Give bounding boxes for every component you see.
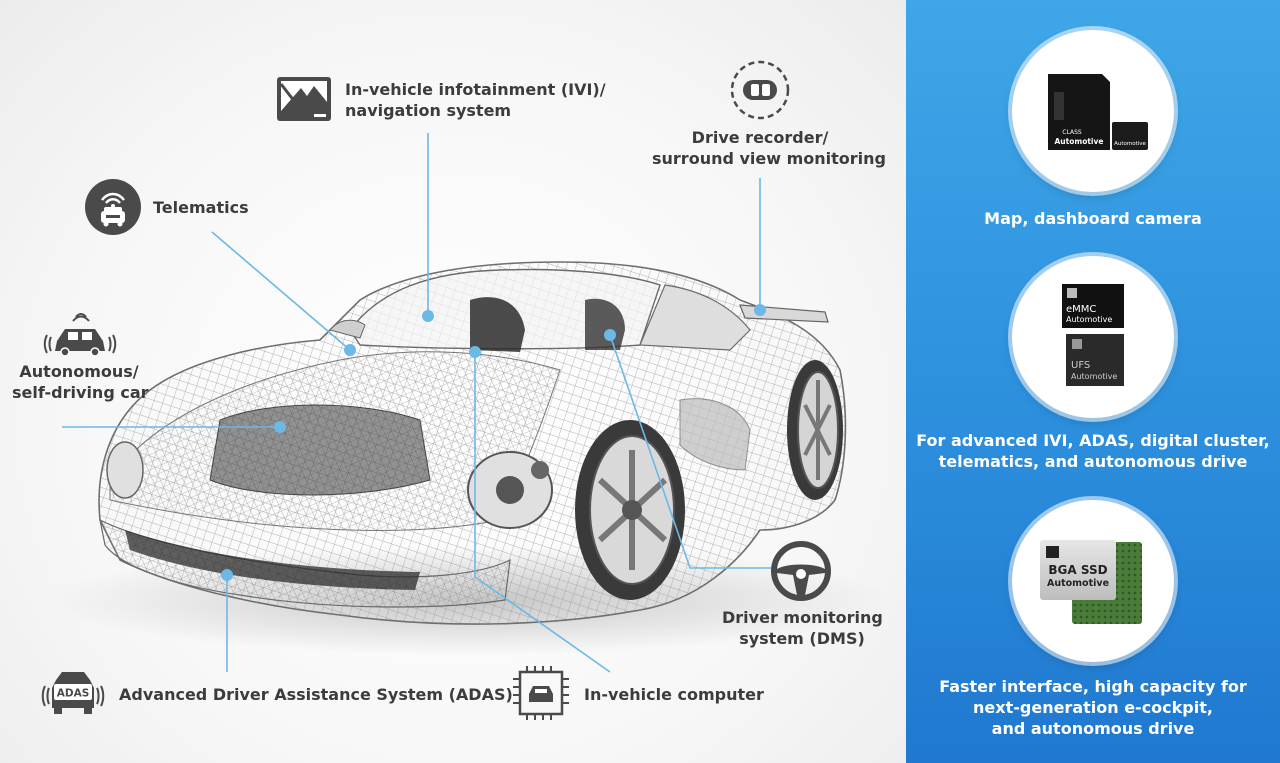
dot-autonomous <box>274 421 286 433</box>
sd-card-image: CLASS Automotive Automotive <box>1048 74 1148 150</box>
product-caption-3-line1: Faster interface, high capacity for <box>939 677 1247 696</box>
dot-telematics <box>344 344 356 356</box>
product-caption-1-line1: Map, dashboard camera <box>984 209 1202 228</box>
product-circle-sd-card: CLASS Automotive Automotive <box>1012 30 1174 192</box>
steering-wheel-icon <box>771 541 831 601</box>
label-dms-line1: Driver monitoring <box>722 608 883 627</box>
product-caption-2: For advanced IVI, ADAS, digital cluster,… <box>906 430 1280 472</box>
leader-lines <box>62 133 772 673</box>
product-caption-3-line3: and autonomous drive <box>991 719 1195 738</box>
car-wireframe-illustration <box>50 261 890 655</box>
label-drive-recorder-line1: Drive recorder/ <box>691 128 829 147</box>
emmc-chip-title: eMMC <box>1066 304 1097 315</box>
label-ivi-line1: In-vehicle infotainment (IVI)/ <box>345 80 606 99</box>
line-telematics <box>211 231 351 351</box>
line-dms <box>609 334 772 569</box>
bga-ssd-chip: BGA SSD Automotive <box>1040 540 1116 600</box>
ufs-logo-mark <box>1072 339 1082 349</box>
bga-ssd-chip-title: BGA SSD <box>1048 563 1108 577</box>
label-ivi-line2: navigation system <box>345 101 512 120</box>
ufs-chip: UFS Automotive <box>1066 334 1124 386</box>
sd-card-brand-text: Automotive <box>1055 137 1104 146</box>
product-circle-bga-ssd: BGA SSD Automotive <box>1012 500 1174 662</box>
navigation-screen-icon <box>277 77 331 121</box>
product-panel: CLASS Automotive Automotive Map, dashboa… <box>906 0 1280 763</box>
label-drive-recorder: Drive recorder/ surround view monitoring <box>652 127 887 169</box>
label-ivi: In-vehicle infotainment (IVI)/ navigatio… <box>345 79 606 121</box>
label-autonomous: Autonomous/ self-driving car <box>12 361 149 403</box>
adas-car-icon: ADAS <box>41 672 105 714</box>
surround-camera-icon <box>730 60 790 120</box>
micro-sd-brand-text: Automotive <box>1114 141 1146 147</box>
product-caption-2-line2: telematics, and autonomous drive <box>938 452 1248 471</box>
dot-dms <box>604 329 616 341</box>
label-drive-recorder-line2: surround view monitoring <box>652 149 887 168</box>
label-computer: In-vehicle computer <box>584 685 764 704</box>
line-computer <box>474 352 611 673</box>
product-caption-3-line2: next-generation e-cockpit, <box>973 698 1213 717</box>
dot-drive-recorder <box>754 304 766 316</box>
bga-ssd-logo-mark <box>1046 546 1059 558</box>
adas-badge-text: ADAS <box>57 688 90 700</box>
label-dms: Driver monitoring system (DMS) <box>722 607 883 649</box>
product-caption-2-line1: For advanced IVI, ADAS, digital cluster, <box>916 431 1270 450</box>
dot-computer <box>469 346 481 358</box>
product-caption-3: Faster interface, high capacity for next… <box>906 676 1280 739</box>
self-driving-car-icon <box>43 313 117 357</box>
product-circle-emmc-ufs: eMMC Automotive UFS Automotive <box>1012 256 1174 418</box>
telematics-car-signal-icon <box>85 179 141 235</box>
dot-ivi <box>422 310 434 322</box>
emmc-chip-subtitle: Automotive <box>1066 315 1113 324</box>
label-autonomous-line1: Autonomous/ <box>19 362 139 381</box>
emmc-chip: eMMC Automotive <box>1062 284 1124 328</box>
computer-chip-car-icon <box>513 666 569 720</box>
ufs-chip-subtitle: Automotive <box>1071 372 1118 381</box>
product-caption-1: Map, dashboard camera <box>906 208 1280 229</box>
label-telematics: Telematics <box>153 198 249 217</box>
ufs-chip-title: UFS <box>1071 360 1091 371</box>
emmc-logo-mark <box>1067 288 1077 298</box>
dot-adas <box>221 569 233 581</box>
label-autonomous-line2: self-driving car <box>12 383 149 402</box>
label-dms-line2: system (DMS) <box>739 629 865 648</box>
label-adas: Advanced Driver Assistance System (ADAS) <box>119 685 513 704</box>
sd-card-class-text: CLASS <box>1062 129 1082 136</box>
bga-ssd-chip-subtitle: Automotive <box>1046 578 1110 589</box>
diagram-area: In-vehicle infotainment (IVI)/ navigatio… <box>0 0 906 763</box>
